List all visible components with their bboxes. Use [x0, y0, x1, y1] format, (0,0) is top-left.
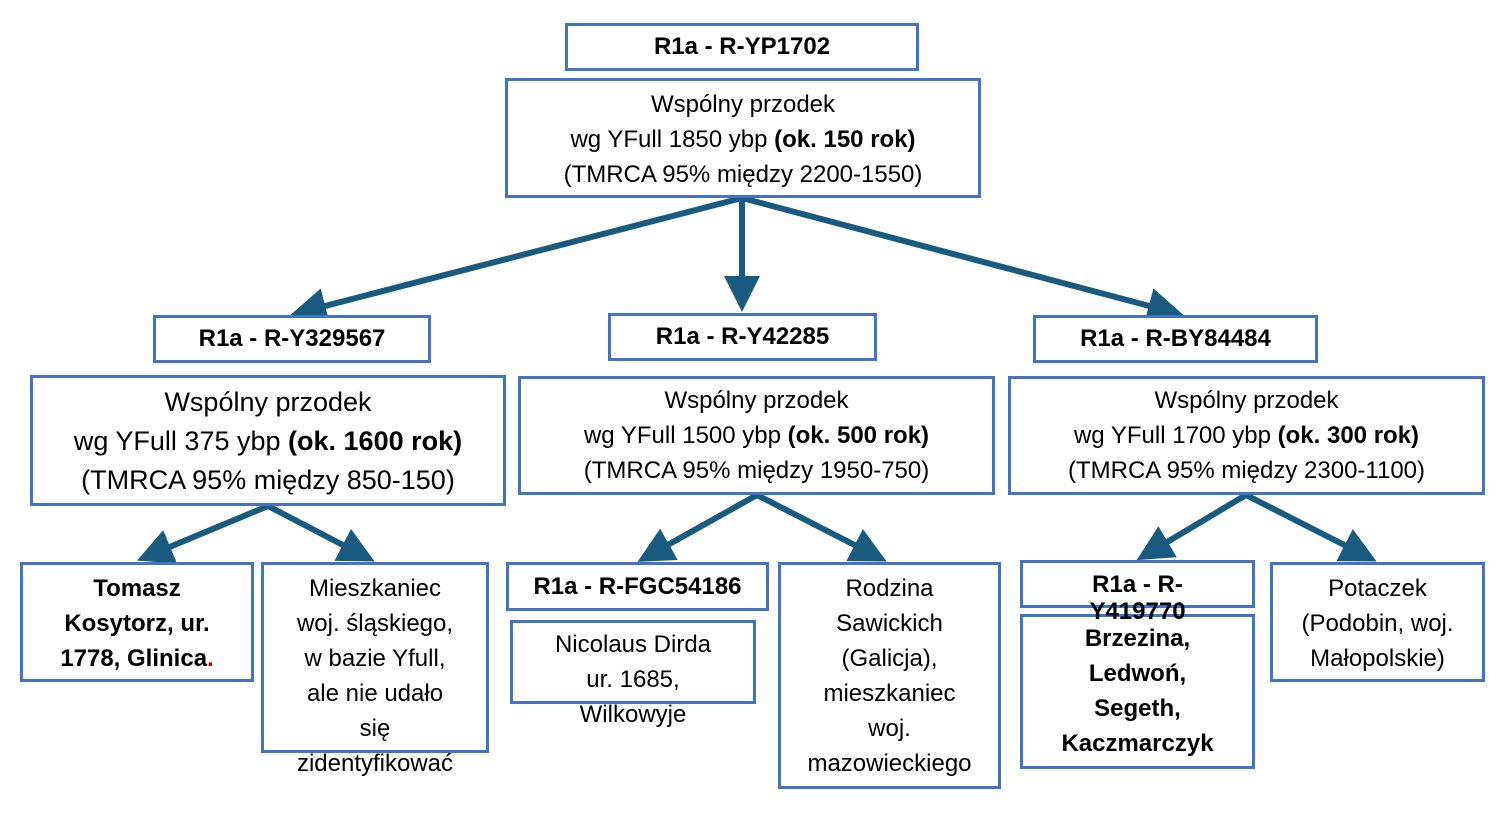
- y419770-haplogroup-label: R1a - R- Y419770: [1020, 560, 1255, 625]
- middle-haplogroup-label: R1a - R-Y42285: [608, 313, 877, 361]
- leaf-line: Ledwoń,: [1088, 660, 1187, 687]
- leaf-line: Wilkowyje: [579, 701, 687, 728]
- year-estimate: (ok. 500 rok): [787, 422, 930, 449]
- arrow-middle-to-fgc: [637, 492, 759, 562]
- leaf-dirda: Nicolaus Dirda ur. 1685, Wilkowyje: [510, 620, 756, 728]
- tmrca-line: (TMRCA 95% między 1950-750): [583, 457, 930, 484]
- leaf-line: się: [359, 715, 391, 742]
- leaf-line: Sawickich: [836, 610, 943, 637]
- leaf-line: Nicolaus Dirda: [554, 631, 712, 658]
- label-line: R1a - R-: [1092, 571, 1183, 598]
- ybp-text: wg YFull 1700 ybp: [1073, 422, 1278, 449]
- tmrca-line: (TMRCA 95% między 850-150): [81, 465, 455, 495]
- arrow-left-to-kosytorz: [136, 503, 270, 564]
- leaf-line: Kosytorz, ur.: [64, 610, 210, 637]
- leaf-line: Potaczek: [1328, 575, 1427, 602]
- middle-ancestor-info: Wspólny przodek wg YFull 1500 ybp (ok. 5…: [518, 376, 995, 495]
- leaf-sawickich: Rodzina Sawickich (Galicja), mieszkaniec…: [778, 562, 1001, 789]
- info-line: Wspólny przodek: [664, 387, 849, 414]
- label-line: Y419770: [1089, 598, 1186, 625]
- right-haplogroup-label: R1a - R-BY84484: [1033, 315, 1318, 363]
- leaf-potaczek: Potaczek (Podobin, woj. Małopolskie): [1270, 562, 1485, 682]
- leaf-line: Segeth,: [1094, 695, 1181, 722]
- leaf-line: Brzezina,: [1084, 625, 1191, 652]
- leaf-line: mazowieckiego: [807, 750, 972, 777]
- red-dot: .: [207, 645, 214, 672]
- year-estimate: (ok. 1600 rok): [288, 426, 463, 456]
- arrow-right-to-potaczek: [1244, 492, 1377, 562]
- arrow-middle-to-sawickich: [755, 492, 887, 562]
- leaf-line: mieszkaniec: [823, 680, 956, 707]
- info-line: wg YFull 1850 ybp (ok. 150 rok): [508, 122, 978, 157]
- leaf-line: Mieszkaniec: [308, 575, 442, 602]
- leaf-line: (Galicja),: [841, 645, 938, 672]
- left-haplogroup-label: R1a - R-Y329567: [153, 315, 431, 363]
- leaf-line: Małopolskie): [1310, 645, 1445, 672]
- ybp-text: wg YFull 375 ybp: [73, 426, 289, 456]
- right-ancestor-info: Wspólny przodek wg YFull 1700 ybp (ok. 3…: [1008, 376, 1485, 495]
- leaf-line: Rodzina: [845, 575, 934, 602]
- tmrca-line: (TMRCA 95% między 2300-1100): [1067, 457, 1426, 484]
- arrow-left-to-mieszkaniec: [266, 503, 375, 562]
- leaf-line: w bazie Yfull,: [304, 645, 446, 672]
- leaf-line: woj.: [868, 715, 911, 742]
- info-line: Wspólny przodek: [164, 387, 372, 417]
- leaf-brzezina: Brzezina, Ledwoń, Segeth, Kaczmarczyk: [1020, 614, 1255, 769]
- fgc-haplogroup-label: R1a - R-FGC54186: [506, 562, 769, 611]
- leaf-text: 1778, Glinica: [60, 645, 208, 672]
- leaf-line: (Podobin, woj.: [1301, 610, 1454, 637]
- leaf-line: Tomasz: [93, 575, 181, 602]
- info-line: wg YFull 375 ybp (ok. 1600 rok): [33, 422, 503, 461]
- info-line: Wspólny przodek: [1154, 387, 1339, 414]
- left-ancestor-info: Wspólny przodek wg YFull 375 ybp (ok. 16…: [30, 375, 506, 506]
- leaf-kosytorz: Tomasz Kosytorz, ur. 1778, Glinica.: [20, 562, 254, 682]
- info-line: wg YFull 1500 ybp (ok. 500 rok): [521, 418, 992, 453]
- info-line: Wspólny przodek: [650, 91, 836, 118]
- leaf-mieszkaniec: Mieszkaniec woj. śląskiego, w bazie Yful…: [261, 562, 489, 777]
- leaf-line: zidentyfikować: [296, 750, 454, 777]
- year-estimate: (ok. 300 rok): [1277, 422, 1420, 449]
- ybp-text: wg YFull 1850 ybp: [570, 126, 775, 153]
- year-estimate: (ok. 150 rok): [774, 126, 916, 153]
- arrow-right-to-y419770: [1136, 492, 1248, 561]
- info-line: wg YFull 1700 ybp (ok. 300 rok): [1011, 418, 1482, 453]
- root-haplogroup-label: R1a - R-YP1702: [565, 23, 919, 71]
- ybp-text: wg YFull 1500 ybp: [583, 422, 788, 449]
- leaf-line: ale nie udało: [306, 680, 444, 707]
- leaf-line: woj. śląskiego,: [296, 610, 454, 637]
- leaf-line: ur. 1685,: [586, 666, 680, 693]
- root-ancestor-info: Wspólny przodek wg YFull 1850 ybp (ok. 1…: [505, 78, 981, 198]
- leaf-line: Kaczmarczyk: [1061, 730, 1214, 757]
- arrow-root-to-left: [290, 195, 743, 324]
- arrow-root-to-right: [741, 195, 1184, 324]
- tmrca-line: (TMRCA 95% między 2200-1550): [563, 161, 923, 188]
- leaf-line: 1778, Glinica.: [23, 641, 251, 676]
